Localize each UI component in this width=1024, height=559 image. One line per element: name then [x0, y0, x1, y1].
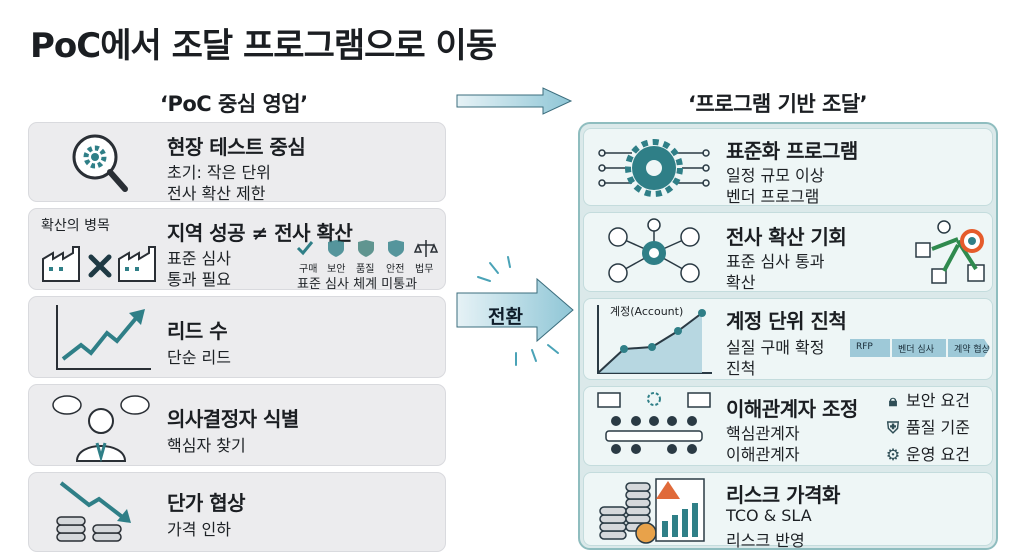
card-line: 진척 [726, 359, 756, 378]
card-line: 가격 인하 [167, 520, 231, 539]
person-thinking-icon [52, 395, 150, 463]
card-line: 일정 규모 이상 [726, 166, 825, 185]
factories-icon [42, 246, 156, 282]
top-arrow-icon [456, 87, 573, 115]
meeting-icon [597, 392, 711, 454]
check-label-purchase: 구매 [299, 264, 318, 275]
step-rfp: RFP [850, 339, 890, 357]
right-card-account-progress: 계정(Account) 계정 단위 진척 실질 구매 확정 진척 RFP 벤더 … [583, 298, 993, 380]
account-chart-icon [597, 305, 712, 374]
circuit-gear-icon [598, 139, 710, 197]
magnifier-gear-icon [72, 134, 128, 192]
bottleneck-badge: 확산의 병목 [41, 218, 110, 234]
left-card-local-success: 확산의 병목 지역 성공 ≠ 전사 확산 표준 심사 통과 필요 구매 보안 품… [28, 208, 446, 292]
expansion-arrows-icon [915, 220, 985, 284]
card-line: 핵심자 찾기 [167, 436, 246, 455]
card-line: 벤더 프로그램 [726, 187, 820, 206]
requirement-security: 🔒︎보안 요건 [884, 387, 970, 411]
left-card-field-test: 현장 테스트 중심 초기: 작은 단위 전사 확산 제한 [28, 122, 446, 203]
left-card-decision-maker: 의사결정자 식별 핵심자 찾기 [28, 384, 446, 466]
network-icon [608, 218, 700, 283]
left-card-price-negotiation: 단가 협상 가격 인하 [28, 472, 446, 552]
card-line: 확산 [726, 273, 756, 292]
card-line: 표준 심사 [167, 249, 231, 268]
shield-check-icon: ⛨ [886, 418, 899, 437]
right-card-expansion: 전사 확산 기회 표준 심사 통과 확산 [583, 212, 993, 292]
card-line: 전사 확산 제한 [167, 184, 266, 203]
right-card-standard-program: 표준화 프로그램 일정 규모 이상 벤더 프로그램 [583, 128, 993, 206]
left-card-leads: 리드 수 단순 리드 [28, 296, 446, 378]
card-title: 전사 확산 기회 [726, 225, 847, 249]
card-title: 지역 성공 ≠ 전사 확산 [167, 221, 353, 245]
checks-caption: 표준 심사 체계 미통과 [297, 277, 418, 292]
chart-label: 계정(Account) [610, 305, 684, 318]
card-line: 핵심관계자 [726, 424, 800, 443]
gear-icon: ⚙ [885, 445, 901, 464]
right-card-risk-pricing: 리스크 가격화 TCO & SLA 리스크 반영 [583, 472, 993, 550]
card-line: 이해관계자 [726, 445, 800, 464]
right-card-stakeholders: 이해관계자 조정 핵심관계자 이해관계자 🔒︎보안 요건 ⛨품질 기준 ⚙운영 … [583, 386, 993, 466]
check-label-safety: 안전 [386, 264, 405, 275]
card-line: 표준 심사 통과 [726, 252, 825, 271]
card-title: 리스크 가격화 [726, 483, 840, 507]
card-title: 계정 단위 진척 [726, 309, 847, 333]
card-line: 실질 구매 확정 [726, 338, 825, 357]
card-title: 단가 협상 [167, 491, 246, 515]
card-title: 현장 테스트 중심 [167, 135, 306, 159]
page-title: PoC에서 조달 프로그램으로 이동 [30, 26, 497, 66]
lock-icon: 🔒︎ [888, 391, 898, 410]
requirement-quality: ⛨품질 기준 [884, 414, 970, 438]
checkmarks-icon [296, 240, 439, 257]
card-line: 통과 필요 [167, 270, 231, 289]
burst-lines-icon [477, 256, 559, 366]
check-label-security: 보안 [327, 264, 346, 275]
left-column-header: ‘PoC 중심 영업’ [160, 92, 308, 116]
card-title: 표준화 프로그램 [726, 139, 858, 163]
transition-label: 전환 [488, 306, 523, 328]
step-vendor-review: 벤더 심사 [892, 339, 946, 357]
card-title: 이해관계자 조정 [726, 397, 858, 421]
risk-coins-icon [599, 478, 705, 544]
check-label-legal: 법무 [415, 264, 434, 275]
card-title: 의사결정자 식별 [167, 407, 299, 431]
card-line: 단순 리드 [167, 348, 231, 367]
check-label-quality: 품질 [356, 264, 375, 275]
right-column-header: ‘프로그램 기반 조달’ [688, 92, 868, 116]
requirement-operation: ⚙운영 요건 [885, 445, 970, 464]
coins-down-icon [56, 481, 131, 542]
card-line: TCO & SLA [726, 506, 812, 525]
card-line: 초기: 작은 단위 [167, 163, 271, 182]
card-title: 리드 수 [167, 319, 228, 343]
step-contract: 계약 협상 [948, 339, 990, 357]
trend-chart-icon [56, 305, 151, 370]
transition-arrow-icon [456, 277, 574, 343]
card-line: 리스크 반영 [726, 531, 805, 550]
